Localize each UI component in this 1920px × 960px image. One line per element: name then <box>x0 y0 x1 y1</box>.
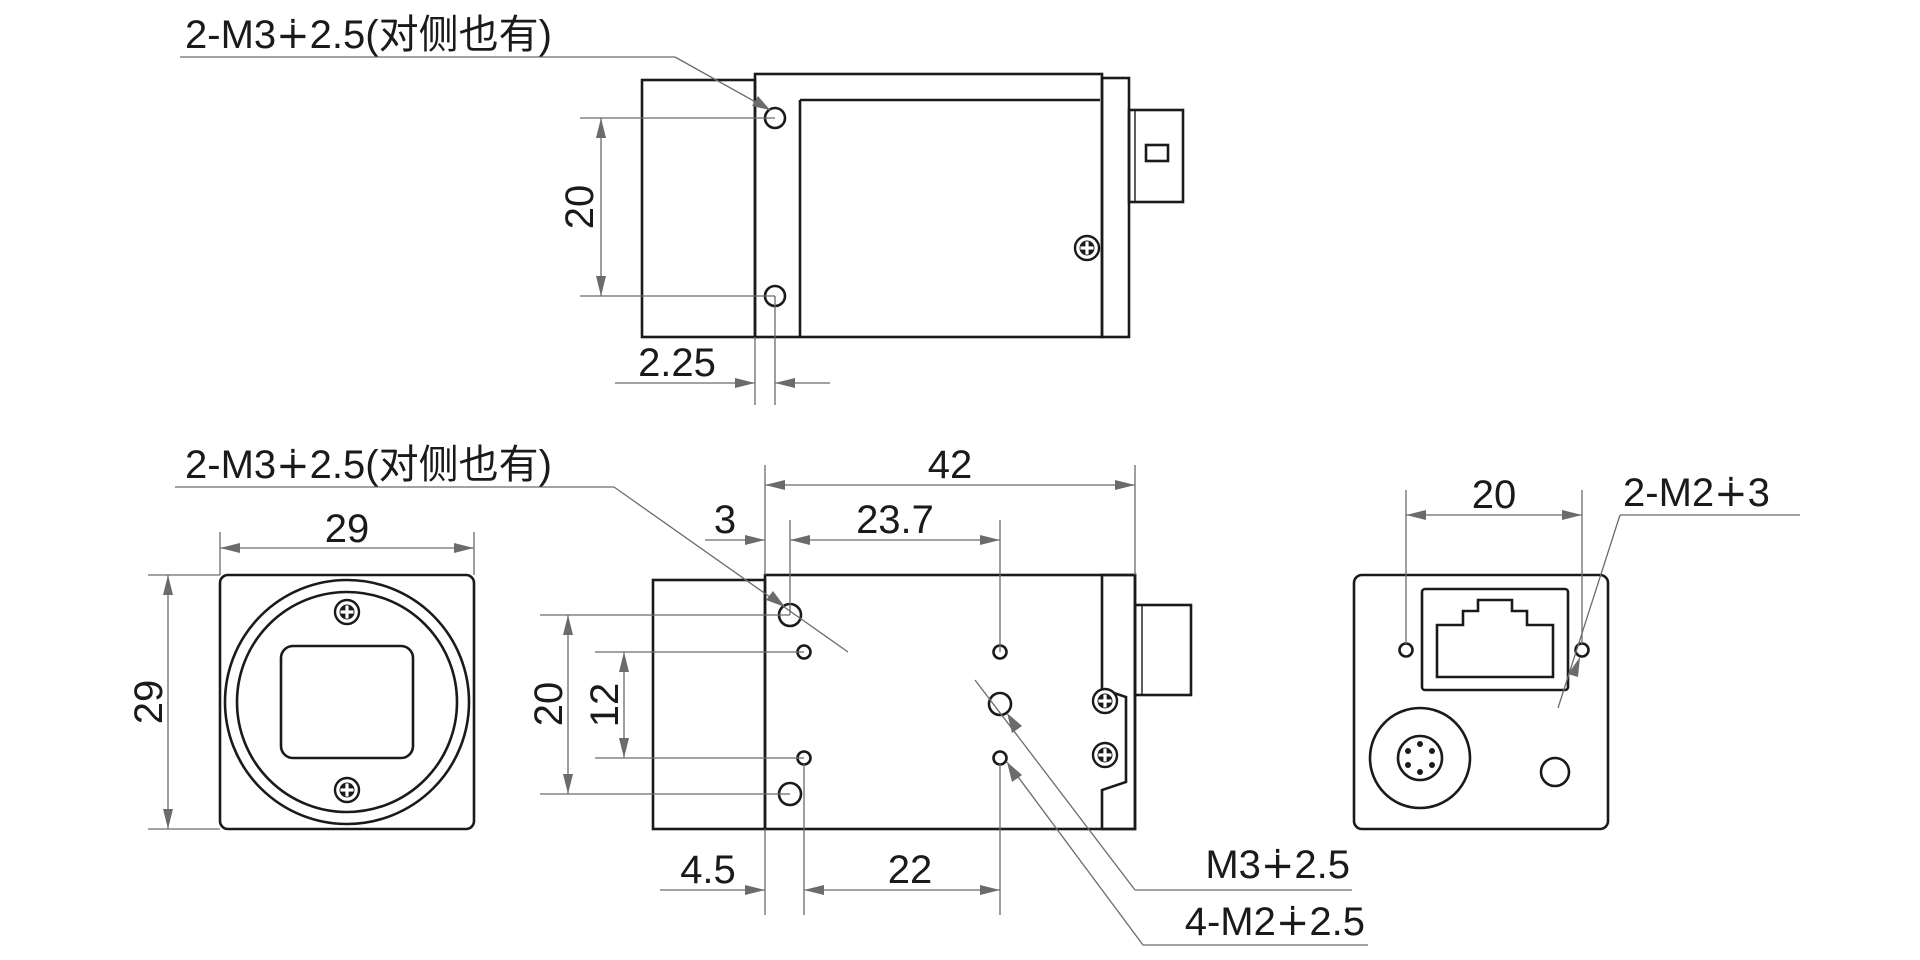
front-body <box>218 573 476 831</box>
side-view: 42 3 23.7 2-M3∔2.5(对侧也有) 20 12 <box>175 443 1368 946</box>
back-body <box>1352 573 1610 831</box>
back-m2-hole <box>1398 642 1414 658</box>
top-view: 2-M3∔2.5(对侧也有) 20 2.25 <box>180 13 1185 405</box>
top-rear-cover <box>1100 76 1131 339</box>
side-dim-12-label: 12 <box>583 683 627 728</box>
side-callout-m3-label: M3∔2.5 <box>1205 843 1350 887</box>
side-m3-hole <box>987 691 1013 717</box>
side-body <box>763 573 1137 831</box>
side-dim-3-label: 3 <box>714 498 736 542</box>
side-callout-label: 2-M3∔2.5(对侧也有) <box>185 443 552 487</box>
front-view: 29 29 <box>127 507 476 831</box>
side-dim-4-5-label: 4.5 <box>680 848 736 892</box>
screw-icon <box>1091 741 1119 769</box>
back-view: 20 2-M2∔3 <box>1352 471 1800 831</box>
side-m2-hole <box>992 750 1008 766</box>
status-led <box>1539 756 1571 788</box>
top-dim-2-25-label: 2.25 <box>638 341 716 385</box>
power-connector-inner <box>1396 734 1444 782</box>
screw-icon <box>333 598 361 626</box>
front-lens-ring-inner <box>235 590 459 814</box>
front-sensor-window <box>279 644 415 760</box>
side-dim-22-label: 22 <box>888 848 933 892</box>
front-width-label: 29 <box>325 507 370 551</box>
side-connector <box>1133 603 1193 697</box>
back-callout-label: 2-M2∔3 <box>1623 471 1770 515</box>
front-height-label: 29 <box>127 680 171 725</box>
side-length-label: 42 <box>928 443 973 487</box>
front-lens-ring-outer <box>223 578 471 826</box>
ethernet-socket <box>1435 598 1555 679</box>
side-lens-mount <box>651 578 767 831</box>
side-callout-m2-label: 4-M2∔2.5 <box>1185 900 1365 944</box>
screw-icon <box>1073 234 1101 262</box>
screw-icon <box>1091 687 1119 715</box>
power-connector-outer <box>1368 706 1472 810</box>
back-width-label: 20 <box>1472 473 1517 517</box>
top-callout-label: 2-M3∔2.5(对侧也有) <box>185 13 552 57</box>
screw-icon <box>333 776 361 804</box>
power-connector-pins <box>1405 741 1435 775</box>
ethernet-port <box>1420 587 1570 692</box>
top-body <box>753 72 1104 339</box>
top-dim-20-label: 20 <box>558 185 602 230</box>
side-dim-23-7-label: 23.7 <box>856 498 934 542</box>
side-dim-20-label: 20 <box>527 682 571 727</box>
top-connector <box>1127 108 1185 204</box>
